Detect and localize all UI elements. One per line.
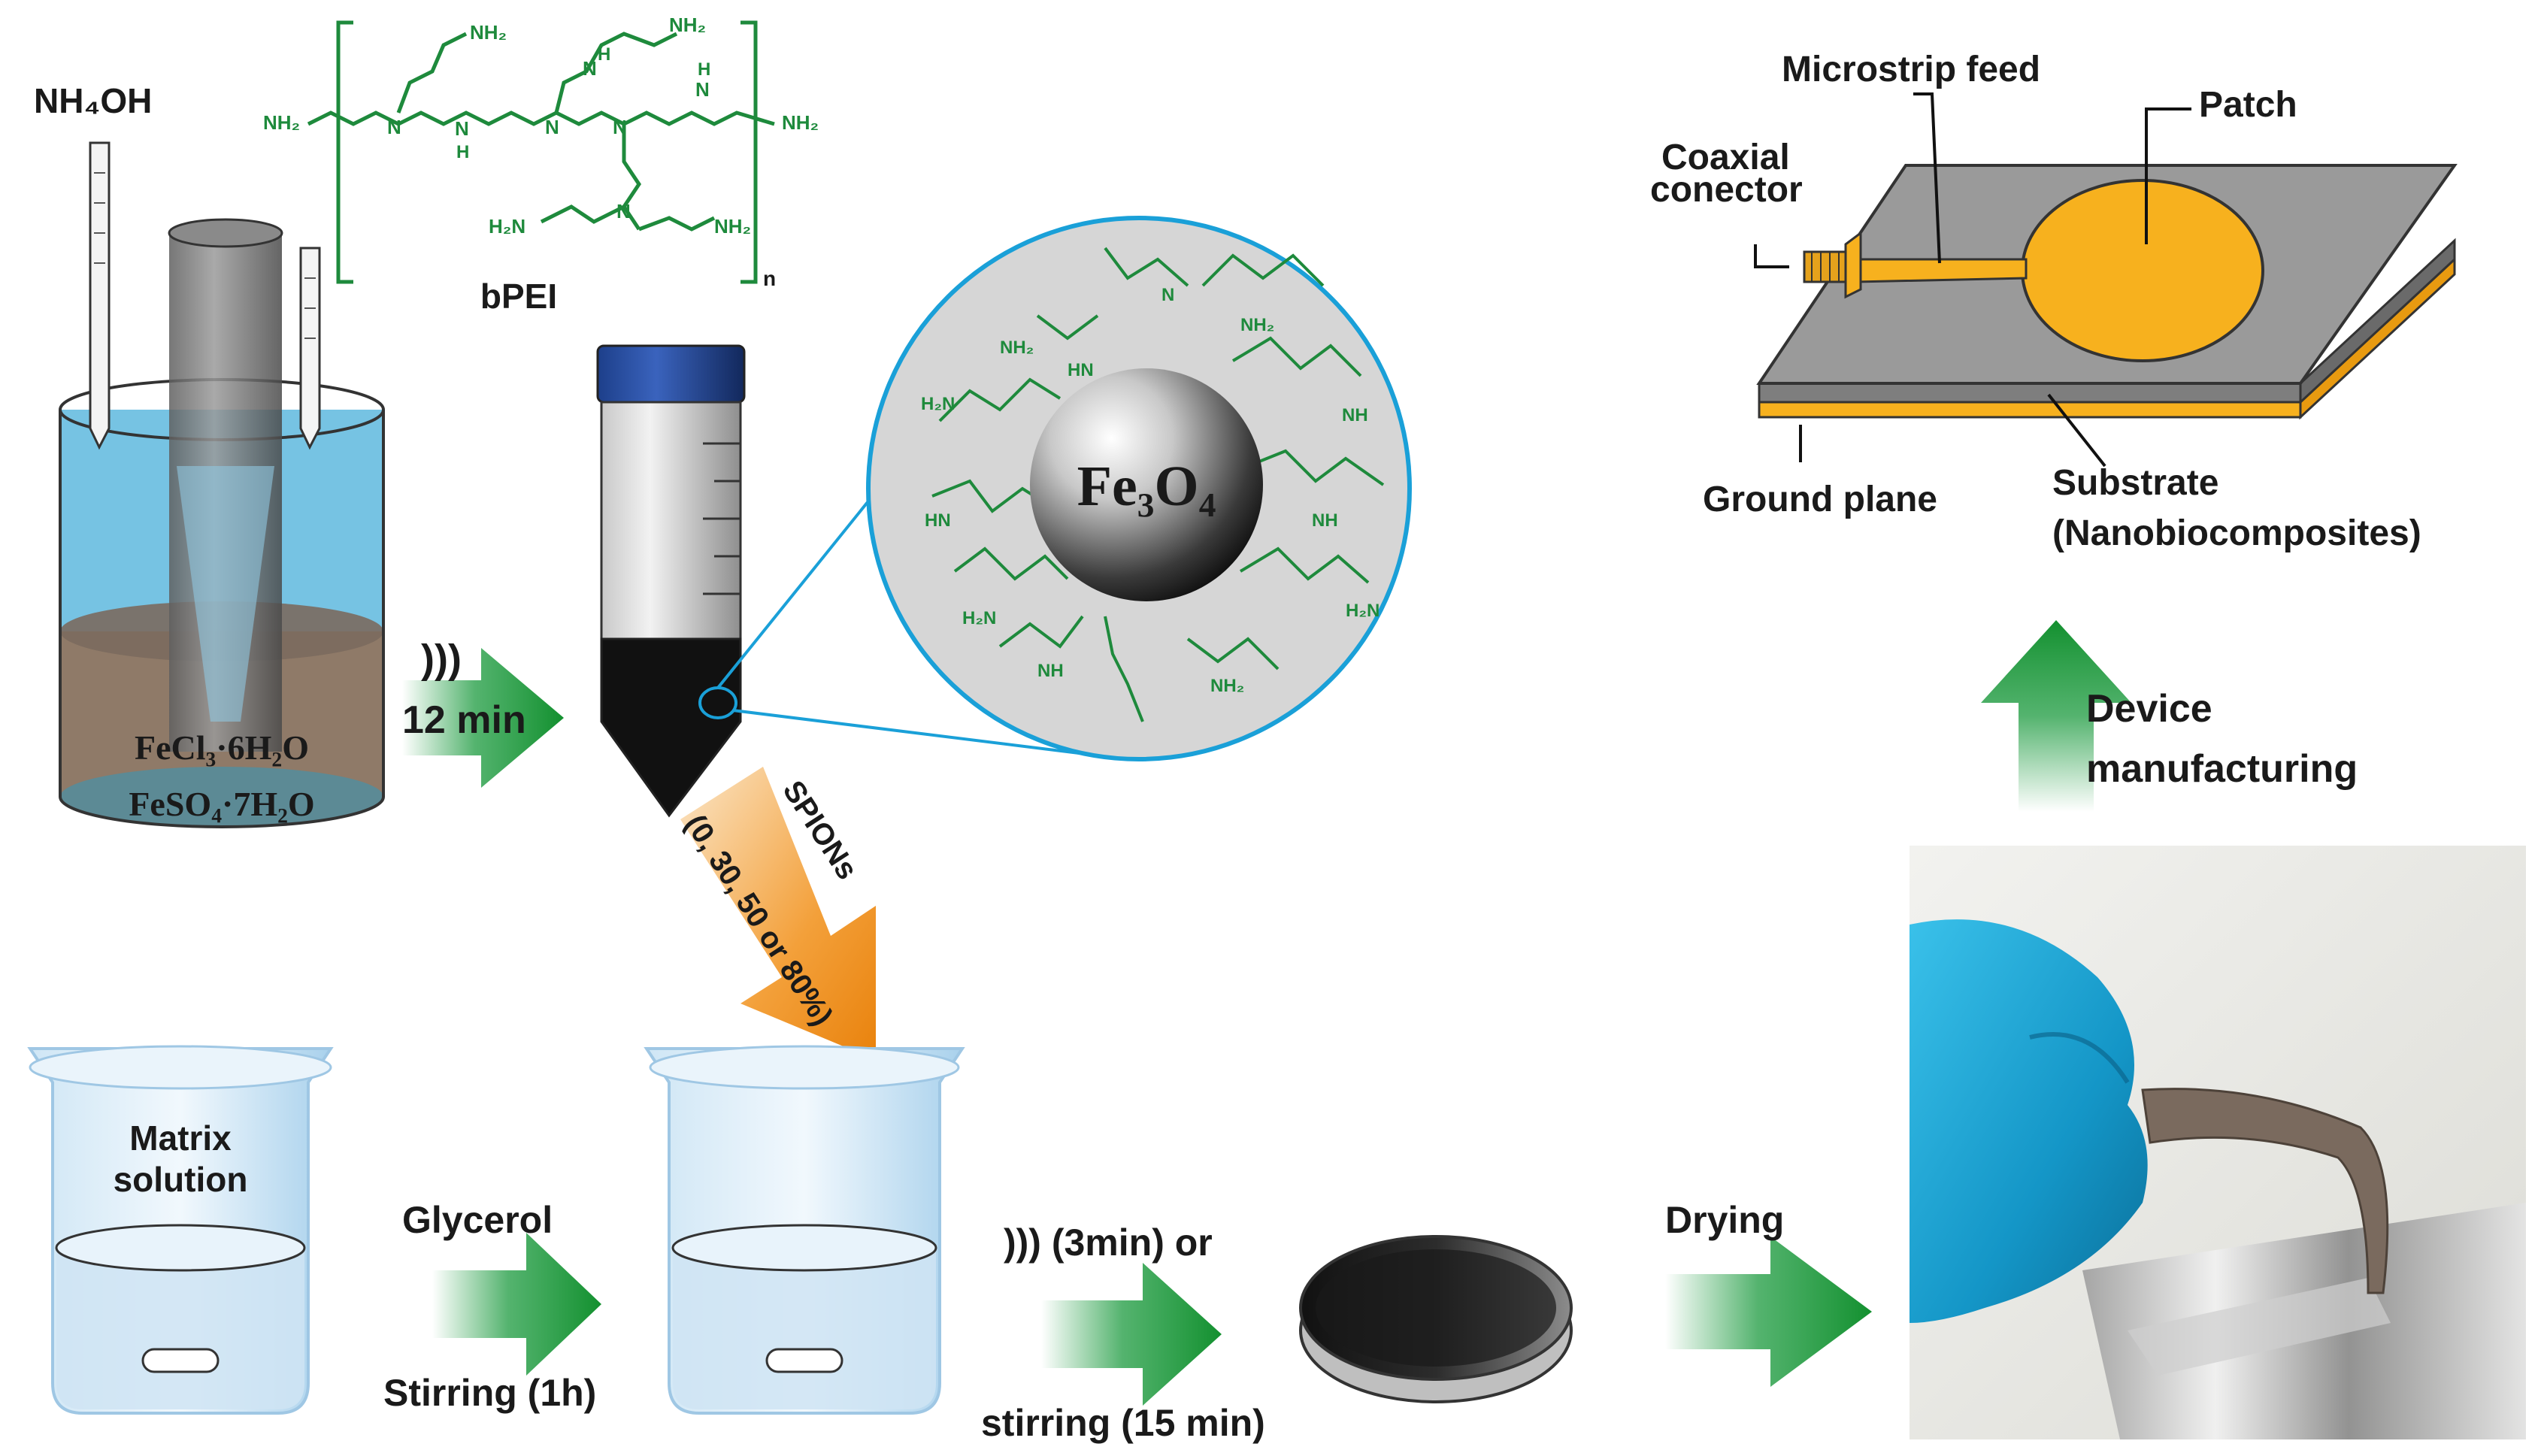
film-photo — [1910, 846, 2526, 1439]
antenna-leaders — [1754, 92, 2191, 468]
zoom-chem-labels: H₂N NH₂ HN N NH₂ NH NH H₂N NH₂ H₂N HN NH — [921, 285, 1380, 696]
arrow-glycerol — [432, 1233, 601, 1376]
microstrip-feed-label: Microstrip feed — [1782, 50, 2040, 89]
arrow-sonication — [402, 648, 564, 788]
matrix-beaker — [27, 1045, 334, 1415]
salt-2-label: FeSO₄·7H₂O — [129, 785, 314, 823]
pipette-right — [299, 247, 321, 450]
nanoparticle-zoom: H₂N NH₂ HN N NH₂ NH NH H₂N NH₂ H₂N HN NH… — [866, 216, 1412, 761]
svg-text:HN: HN — [1068, 360, 1094, 380]
pipette-left — [89, 141, 111, 450]
sonication-time-label: 12 min — [402, 698, 526, 742]
nanobiocomposite-film — [2141, 1088, 2389, 1294]
svg-text:NH₂: NH₂ — [714, 215, 751, 238]
svg-text:N: N — [455, 117, 469, 140]
svg-text:NH₂: NH₂ — [263, 111, 300, 134]
bpei-structure — [307, 20, 775, 284]
drying-label: Drying — [1665, 1199, 1784, 1241]
svg-text:NH₂: NH₂ — [1240, 315, 1274, 335]
patch-antenna — [1756, 164, 2458, 420]
fe3o4-core — [1030, 368, 1263, 601]
patch-label: Patch — [2199, 85, 2297, 125]
svg-text:N: N — [545, 116, 559, 138]
svg-text:H₂N: H₂N — [1346, 601, 1380, 621]
arrow-device — [1981, 620, 2131, 812]
svg-text:NH: NH — [1342, 405, 1368, 425]
coaxial-label-line1: Coaxial — [1661, 138, 1790, 177]
reaction-beaker — [59, 378, 385, 828]
bpei-groups: NH₂ NH₂ NH₂ NH₂ NH₂ H₂N N N N N H N N H … — [263, 14, 819, 238]
svg-text:N: N — [613, 116, 627, 138]
svg-text:HN: HN — [925, 510, 951, 531]
svg-text:H: H — [598, 44, 610, 65]
svg-text:H: H — [456, 142, 469, 162]
svg-text:NH: NH — [1037, 661, 1064, 681]
svg-text:NH₂: NH₂ — [782, 111, 819, 134]
svg-text:H₂N: H₂N — [962, 608, 996, 628]
svg-text:NH₂: NH₂ — [1000, 338, 1034, 358]
svg-text:N: N — [1161, 285, 1174, 305]
svg-text:NH₂: NH₂ — [669, 14, 706, 36]
svg-text:NH₂: NH₂ — [1210, 676, 1244, 696]
glove — [1910, 919, 2148, 1323]
ground-plane-label: Ground plane — [1703, 480, 1937, 519]
bpei-repeat-n: n — [763, 267, 776, 290]
svg-text:NH₂: NH₂ — [470, 21, 507, 44]
substrate-label-line1: Substrate — [2052, 463, 2218, 503]
falcon-tube — [596, 344, 746, 818]
sonicator-probe — [168, 218, 283, 752]
petri-dish — [1299, 1235, 1573, 1403]
mixing-beaker — [644, 1045, 965, 1415]
bpei-label: bPEI — [480, 277, 557, 316]
base-label: NH₄OH — [34, 81, 152, 120]
patch-element — [2021, 179, 2264, 362]
substrate-label-line2: (Nanobiocomposites) — [2052, 513, 2421, 553]
svg-text:H: H — [698, 59, 710, 80]
coaxial-label-line2: conector — [1650, 170, 1803, 210]
mixing-label-line2: stirring (15 min) — [981, 1402, 1265, 1444]
microstrip-line — [1855, 258, 2028, 283]
salt-1-label: FeCl₃·6H₂O — [135, 728, 309, 767]
svg-text:H₂N: H₂N — [489, 215, 525, 238]
fe3o4-label: Fe₃O₄ — [1077, 455, 1216, 518]
svg-text:N: N — [387, 116, 401, 138]
device-label-line1: Device — [2086, 687, 2212, 731]
device-label-line2: manufacturing — [2086, 747, 2358, 791]
arrow-drying — [1665, 1237, 1872, 1387]
stirring-1h-label: Stirring (1h) — [383, 1372, 596, 1414]
svg-text:N: N — [616, 200, 631, 222]
matrix-label-line2: solution — [114, 1160, 248, 1199]
arrow-mixing — [1041, 1263, 1222, 1406]
svg-text:NH: NH — [1312, 510, 1338, 531]
glycerol-label: Glycerol — [402, 1199, 553, 1241]
spions-arrow: SPIONs (0, 30, 50 or 80%) — [678, 767, 876, 1060]
polymer-chains — [931, 247, 1385, 722]
zoom-line-bottom — [732, 709, 1128, 761]
sonication-symbol: ))) — [421, 637, 462, 682]
matrix-label-line1: Matrix — [129, 1118, 232, 1158]
svg-text:N: N — [695, 78, 710, 101]
svg-text:N: N — [583, 57, 597, 80]
svg-text:H₂N: H₂N — [921, 394, 955, 414]
mixing-label-line1: ))) (3min) or — [1004, 1221, 1213, 1264]
